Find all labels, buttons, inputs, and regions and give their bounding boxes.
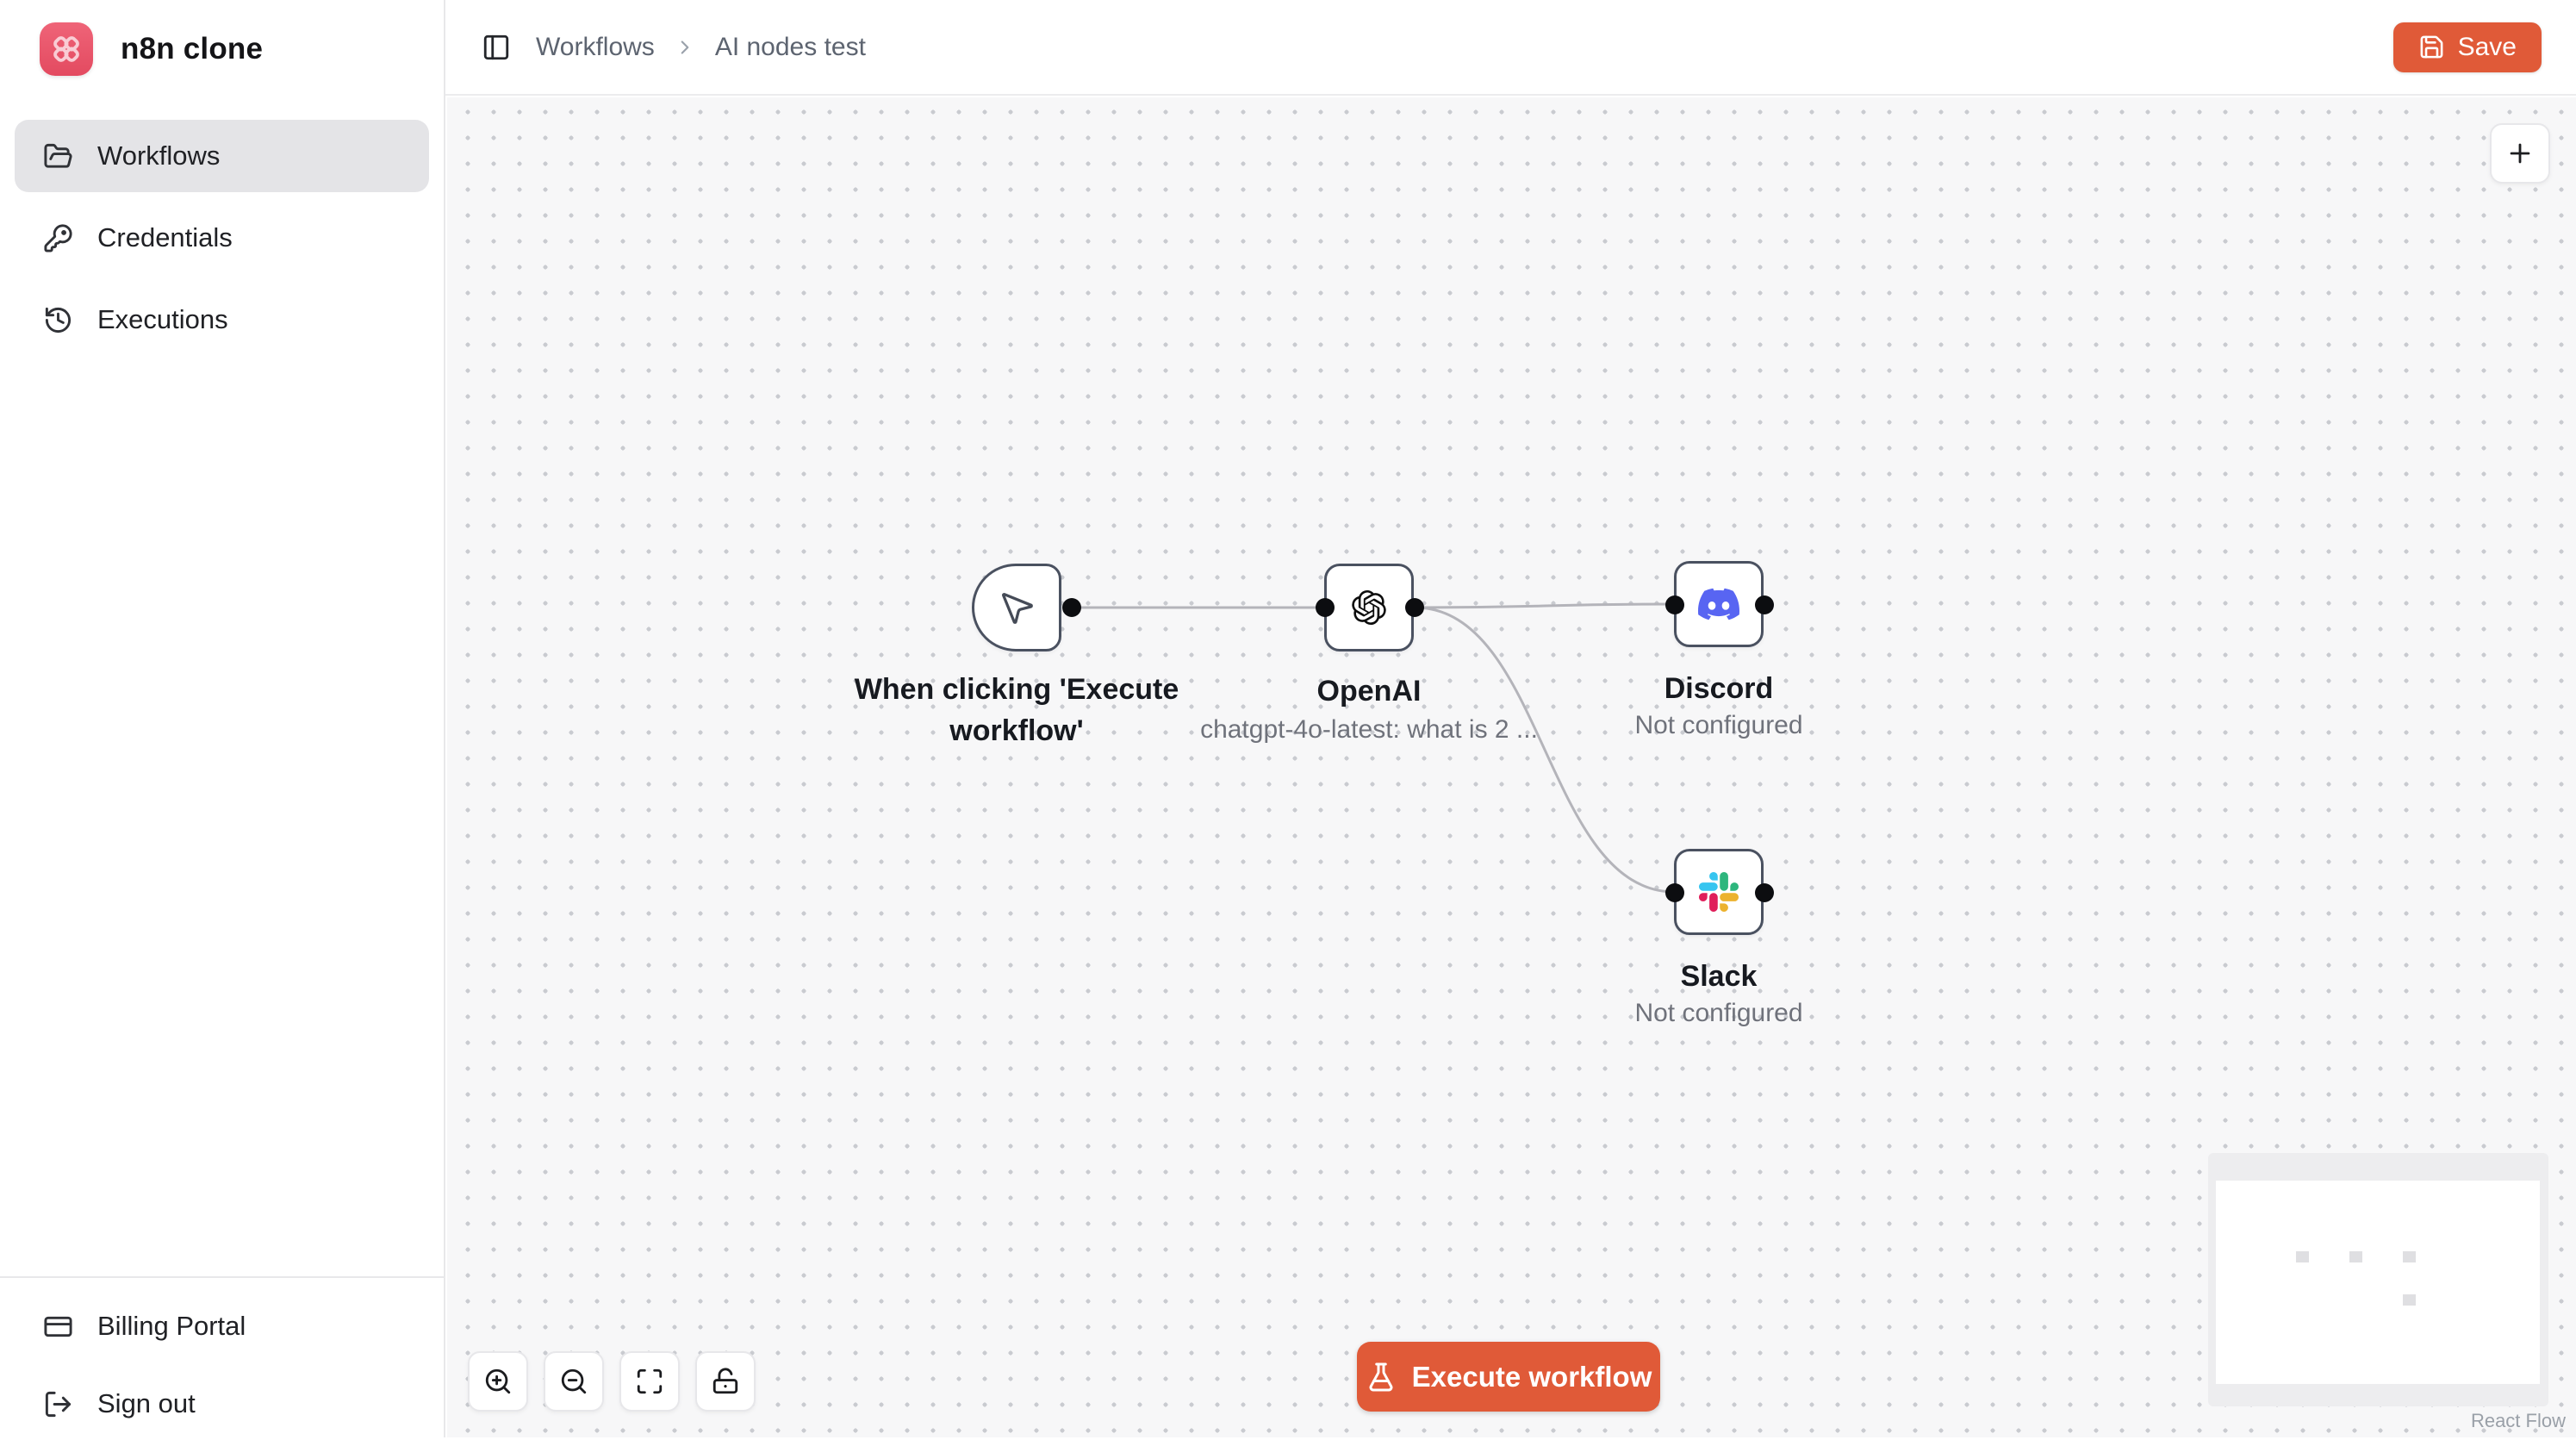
minimap[interactable] bbox=[2208, 1153, 2548, 1406]
sidebar-item-sign-out[interactable]: Sign out bbox=[15, 1368, 429, 1440]
node-manual-trigger[interactable] bbox=[972, 564, 1061, 651]
minimap-node-marker bbox=[2403, 1294, 2416, 1306]
execute-workflow-button[interactable]: Execute workflow bbox=[1357, 1342, 1660, 1412]
slack-icon bbox=[1699, 872, 1739, 912]
zoom-in-button[interactable] bbox=[468, 1351, 528, 1412]
sidebar-item-executions[interactable]: Executions bbox=[15, 284, 429, 356]
execute-workflow-label: Execute workflow bbox=[1411, 1360, 1652, 1393]
app-logo-icon bbox=[40, 22, 93, 76]
workflow-canvas[interactable]: When clicking 'Execute workflow' OpenAI … bbox=[447, 97, 2576, 1437]
brand[interactable]: n8n clone bbox=[40, 22, 263, 76]
zoom-in-icon bbox=[485, 1368, 511, 1394]
minimap-node-marker bbox=[2403, 1251, 2416, 1262]
save-button[interactable]: Save bbox=[2392, 22, 2542, 72]
breadcrumb-workflows[interactable]: Workflows bbox=[536, 32, 655, 61]
sign-out-icon bbox=[45, 1391, 72, 1417]
sidebar-footer: Billing Portal Sign out bbox=[0, 1276, 444, 1437]
sidebar-item-label: Sign out bbox=[97, 1388, 196, 1418]
add-node-button[interactable] bbox=[2490, 123, 2550, 184]
sidebar-nav: Workflows Credentials Executions bbox=[15, 120, 429, 365]
handle-discord-output[interactable] bbox=[1755, 595, 1774, 614]
node-discord[interactable] bbox=[1674, 561, 1764, 647]
sidebar-item-label: Billing Portal bbox=[97, 1311, 246, 1341]
zoom-out-icon bbox=[561, 1368, 587, 1394]
zoom-out-button[interactable] bbox=[544, 1351, 604, 1412]
app-title: n8n clone bbox=[121, 32, 264, 65]
edge-openai-slack bbox=[1414, 606, 1676, 894]
key-icon bbox=[44, 223, 72, 252]
panel-left-icon bbox=[483, 34, 509, 59]
sidebar-item-workflows[interactable]: Workflows bbox=[15, 120, 429, 192]
react-flow-attribution-link[interactable]: React Flow bbox=[2470, 1410, 2566, 1431]
credit-card-icon bbox=[44, 1316, 72, 1337]
sidebar-toggle-button[interactable] bbox=[481, 32, 512, 63]
sidebar-item-billing-portal[interactable]: Billing Portal bbox=[15, 1290, 429, 1362]
flask-icon bbox=[1369, 1362, 1393, 1391]
canvas-controls bbox=[468, 1351, 756, 1412]
handle-slack-output[interactable] bbox=[1755, 883, 1774, 902]
minimap-node-marker bbox=[2349, 1251, 2362, 1262]
breadcrumb-current: AI nodes test bbox=[714, 32, 866, 61]
handle-openai-output[interactable] bbox=[1405, 598, 1424, 617]
lock-toggle-button[interactable] bbox=[695, 1351, 756, 1412]
unlock-icon bbox=[712, 1368, 738, 1394]
openai-icon bbox=[1352, 590, 1386, 625]
history-icon bbox=[45, 307, 72, 333]
edge-openai-discord bbox=[1414, 602, 1676, 609]
discord-icon bbox=[1698, 588, 1739, 620]
fit-view-icon bbox=[637, 1368, 663, 1394]
breadcrumb: Workflows AI nodes test bbox=[536, 33, 866, 62]
minimap-node-marker bbox=[2296, 1251, 2309, 1262]
sidebar-item-label: Workflows bbox=[97, 140, 221, 171]
sidebar-item-label: Credentials bbox=[97, 222, 233, 252]
chevron-right-icon bbox=[681, 40, 689, 54]
mouse-pointer-icon bbox=[1002, 593, 1033, 624]
save-icon bbox=[2420, 35, 2443, 59]
handle-trigger-output[interactable] bbox=[1062, 598, 1081, 617]
sidebar-item-label: Executions bbox=[97, 304, 228, 334]
save-button-label: Save bbox=[2457, 32, 2517, 61]
edges-layer bbox=[1072, 602, 1676, 894]
sidebar: n8n clone Workflows Credentials bbox=[0, 0, 445, 1437]
handle-discord-input[interactable] bbox=[1665, 595, 1684, 614]
fit-view-button[interactable] bbox=[619, 1351, 680, 1412]
node-slack[interactable] bbox=[1674, 849, 1764, 935]
plus-icon bbox=[2510, 143, 2530, 164]
minimap-viewport bbox=[2216, 1181, 2540, 1384]
sidebar-item-credentials[interactable]: Credentials bbox=[15, 202, 429, 274]
handle-slack-input[interactable] bbox=[1665, 883, 1684, 902]
node-openai[interactable] bbox=[1324, 564, 1414, 651]
handle-openai-input[interactable] bbox=[1316, 598, 1335, 617]
folder-open-icon bbox=[44, 143, 72, 168]
topbar: Workflows AI nodes test Save bbox=[445, 0, 2576, 96]
